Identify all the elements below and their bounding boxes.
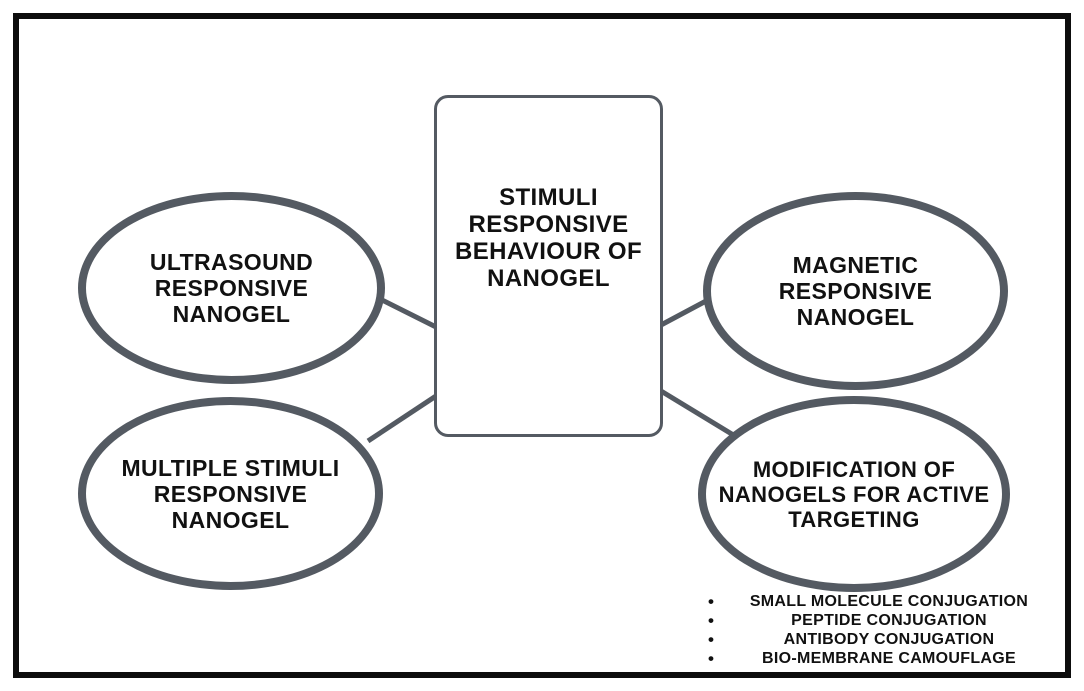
connector-line-modification (659, 388, 737, 439)
list-item-label: SMALL MOLECULE CONJUGATION (749, 593, 1029, 610)
bullet-icon: • (708, 592, 714, 611)
center-node-label-line: RESPONSIVE (468, 211, 629, 238)
node-label-line: MULTIPLE STIMULI (121, 454, 340, 481)
center-node-label-line: STIMULI (499, 184, 598, 211)
bullet-icon: • (708, 630, 714, 649)
list-item-label: PEPTIDE CONJUGATION (791, 612, 987, 629)
node-label: ULTRASOUND RESPONSIVE NANOGEL (150, 249, 313, 327)
connector-line-ultrasound (378, 296, 438, 330)
node-label-line: RESPONSIVE (153, 480, 308, 507)
node-label-line: NANOGELS FOR ACTIVE (718, 481, 990, 507)
list-item: • BIO-MEMBRANE CAMOUFLAGE (696, 649, 1052, 668)
node-label-line: MAGNETIC (792, 252, 919, 278)
node-label-line: RESPONSIVE (154, 275, 309, 301)
center-node-label: STIMULI RESPONSIVE BEHAVIOUR OF NANOGEL (455, 184, 642, 434)
node-label-line: TARGETING (788, 506, 920, 532)
center-node-label-line: BEHAVIOUR OF (454, 238, 643, 265)
node-label-line: NANOGEL (172, 301, 291, 327)
list-item: • ANTIBODY CONJUGATION (696, 630, 1052, 649)
node-ultrasound-responsive-nanogel: ULTRASOUND RESPONSIVE NANOGEL (78, 192, 385, 384)
node-label-line: NANOGEL (171, 506, 290, 533)
bullet-icon: • (708, 649, 714, 668)
targeting-strategies-list: • SMALL MOLECULE CONJUGATION • PEPTIDE C… (696, 592, 1052, 668)
list-item: • PEPTIDE CONJUGATION (696, 611, 1052, 630)
node-label-line: RESPONSIVE (778, 278, 933, 304)
node-label: MAGNETIC RESPONSIVE NANOGEL (779, 252, 933, 330)
connector-line-multiple (366, 393, 438, 444)
list-item-label: ANTIBODY CONJUGATION (783, 631, 995, 648)
node-label-line: MODIFICATION OF (752, 456, 956, 482)
list-item: • SMALL MOLECULE CONJUGATION (696, 592, 1052, 611)
node-magnetic-responsive-nanogel: MAGNETIC RESPONSIVE NANOGEL (703, 192, 1008, 390)
list-item-label: BIO-MEMBRANE CAMOUFLAGE (762, 650, 1016, 667)
node-label-line: ULTRASOUND (149, 249, 314, 275)
node-modification-of-nanogels-for-active-targeting: MODIFICATION OF NANOGELS FOR ACTIVE TARG… (698, 396, 1010, 592)
bullet-icon: • (708, 611, 714, 630)
node-label-line: NANOGEL (796, 304, 915, 330)
center-node-label-line: NANOGEL (487, 265, 610, 292)
node-multiple-stimuli-responsive-nanogel: MULTIPLE STIMULI RESPONSIVE NANOGEL (78, 397, 383, 590)
center-node-stimuli-responsive-behaviour: STIMULI RESPONSIVE BEHAVIOUR OF NANOGEL (434, 95, 663, 437)
node-label: MULTIPLE STIMULI RESPONSIVE NANOGEL (121, 455, 339, 533)
node-label: MODIFICATION OF NANOGELS FOR ACTIVE TARG… (719, 457, 990, 532)
connector-line-magnetic (659, 298, 708, 328)
